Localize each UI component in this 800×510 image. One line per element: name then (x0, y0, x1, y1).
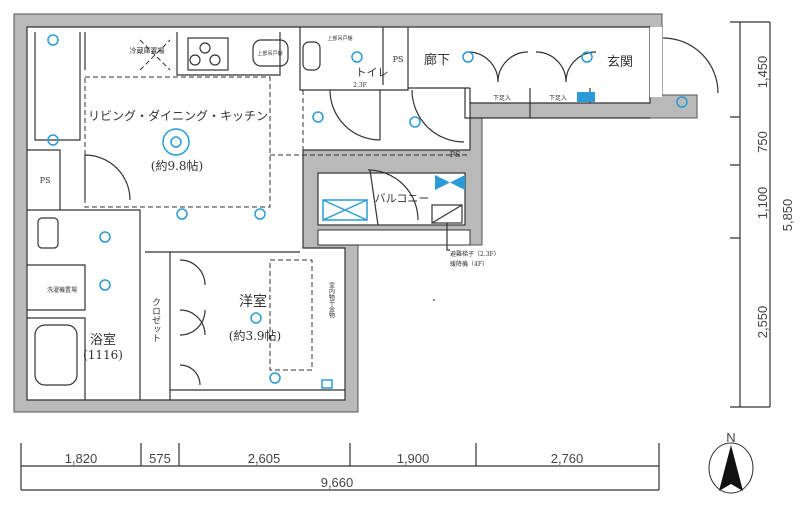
room-area-western: (約3.9帖) (229, 328, 281, 343)
dim-bottom-1: 1,820 (65, 451, 98, 466)
downlight-icon (409, 116, 421, 128)
shoe-cabinet-label: 下足入 (549, 95, 567, 102)
stove-icon (187, 37, 229, 71)
burner-icon (209, 54, 221, 66)
fridge-space-label: 冷蔵庫置場 (130, 46, 165, 55)
aircon-icon (269, 372, 281, 384)
dim-right-3: 1,100 (755, 187, 770, 220)
room-label-ldk: リビング・ダイニング・キッチン (88, 108, 268, 123)
doors (84, 37, 719, 386)
north-arrow-icon (708, 442, 754, 494)
door-sensor-icon (676, 96, 688, 108)
downlight-icon (176, 208, 188, 220)
dim-bottom-2: 575 (149, 451, 171, 466)
interior-walls (27, 27, 650, 400)
dashed-zones (84, 39, 470, 371)
ventilation-icon (435, 175, 465, 190)
north-label: N (726, 430, 735, 445)
room-label-western: 洋室 (239, 293, 267, 310)
descender-note: 緩降機（4F） (450, 260, 488, 268)
dim-right-total: 5,850 (780, 199, 795, 232)
entrance-door-opening (650, 27, 662, 97)
sink-icon (252, 39, 289, 67)
dim-bottom-5: 2,760 (551, 451, 584, 466)
downlight-icon (581, 51, 593, 63)
room-label-entrance: 玄関 (607, 55, 633, 70)
washbasin-icon (37, 217, 59, 249)
right-dimensions (730, 21, 771, 408)
room-area-ldk: (約9.8帖) (151, 158, 203, 173)
burner-icon (189, 54, 201, 66)
bottom-dimensions (20, 443, 660, 491)
bath-size: (1116) (83, 348, 123, 362)
meter-icon (321, 379, 333, 389)
shoe-cabinet-label: 下足入 (493, 95, 511, 102)
bathtub-icon (34, 324, 78, 386)
dim-right-4: 2,550 (755, 306, 770, 339)
drying-hardware-label: 室内物干金物 (328, 281, 335, 319)
aircon-outdoor-icon (322, 199, 368, 221)
downlight-icon (254, 208, 266, 220)
ps-label: PS (40, 176, 51, 185)
downlight-icon (351, 51, 363, 63)
upper-cabinet-label: 上部吊戸棚 (257, 50, 282, 57)
dim-right-2: 750 (755, 131, 770, 153)
toilet-icon (302, 41, 321, 71)
room-label-corridor: 廊下 (424, 52, 450, 68)
meter-icon (47, 34, 59, 46)
downlight-icon (462, 51, 474, 63)
downlight-icon (99, 231, 111, 243)
room-label-bath: 浴室 (90, 332, 116, 348)
ps-label: PS (393, 55, 404, 64)
washer-space-label: 洗濯機置場 (47, 286, 77, 294)
dim-bottom-3: 2,605 (248, 451, 281, 466)
room-label-balcony: バルコニー (375, 192, 430, 205)
shoe-cabinet-light-icon (577, 92, 595, 102)
room-label-toilet: トイレ (356, 66, 389, 79)
upper-cabinet-label: 上部吊戸棚 (327, 35, 352, 42)
ps-label: PS (450, 150, 461, 159)
downlight-icon (99, 279, 111, 291)
toilet-note: 2.3F (353, 82, 367, 89)
dim-bottom-4: 1,900 (397, 451, 430, 466)
ceiling-light-icon (250, 312, 262, 324)
downlight-icon (312, 111, 324, 123)
room-label-closet: クロゼット (150, 297, 161, 342)
dim-bottom-total: 9,660 (321, 475, 354, 490)
escape-ladder-note: 避難梯子（2.3F） (450, 250, 500, 258)
aircon-icon (47, 134, 59, 146)
fixtures (34, 34, 688, 389)
ceiling-light-icon (162, 128, 190, 156)
burner-icon (199, 42, 211, 54)
balcony-strip (317, 229, 471, 246)
dim-right-1: 1,450 (755, 56, 770, 89)
